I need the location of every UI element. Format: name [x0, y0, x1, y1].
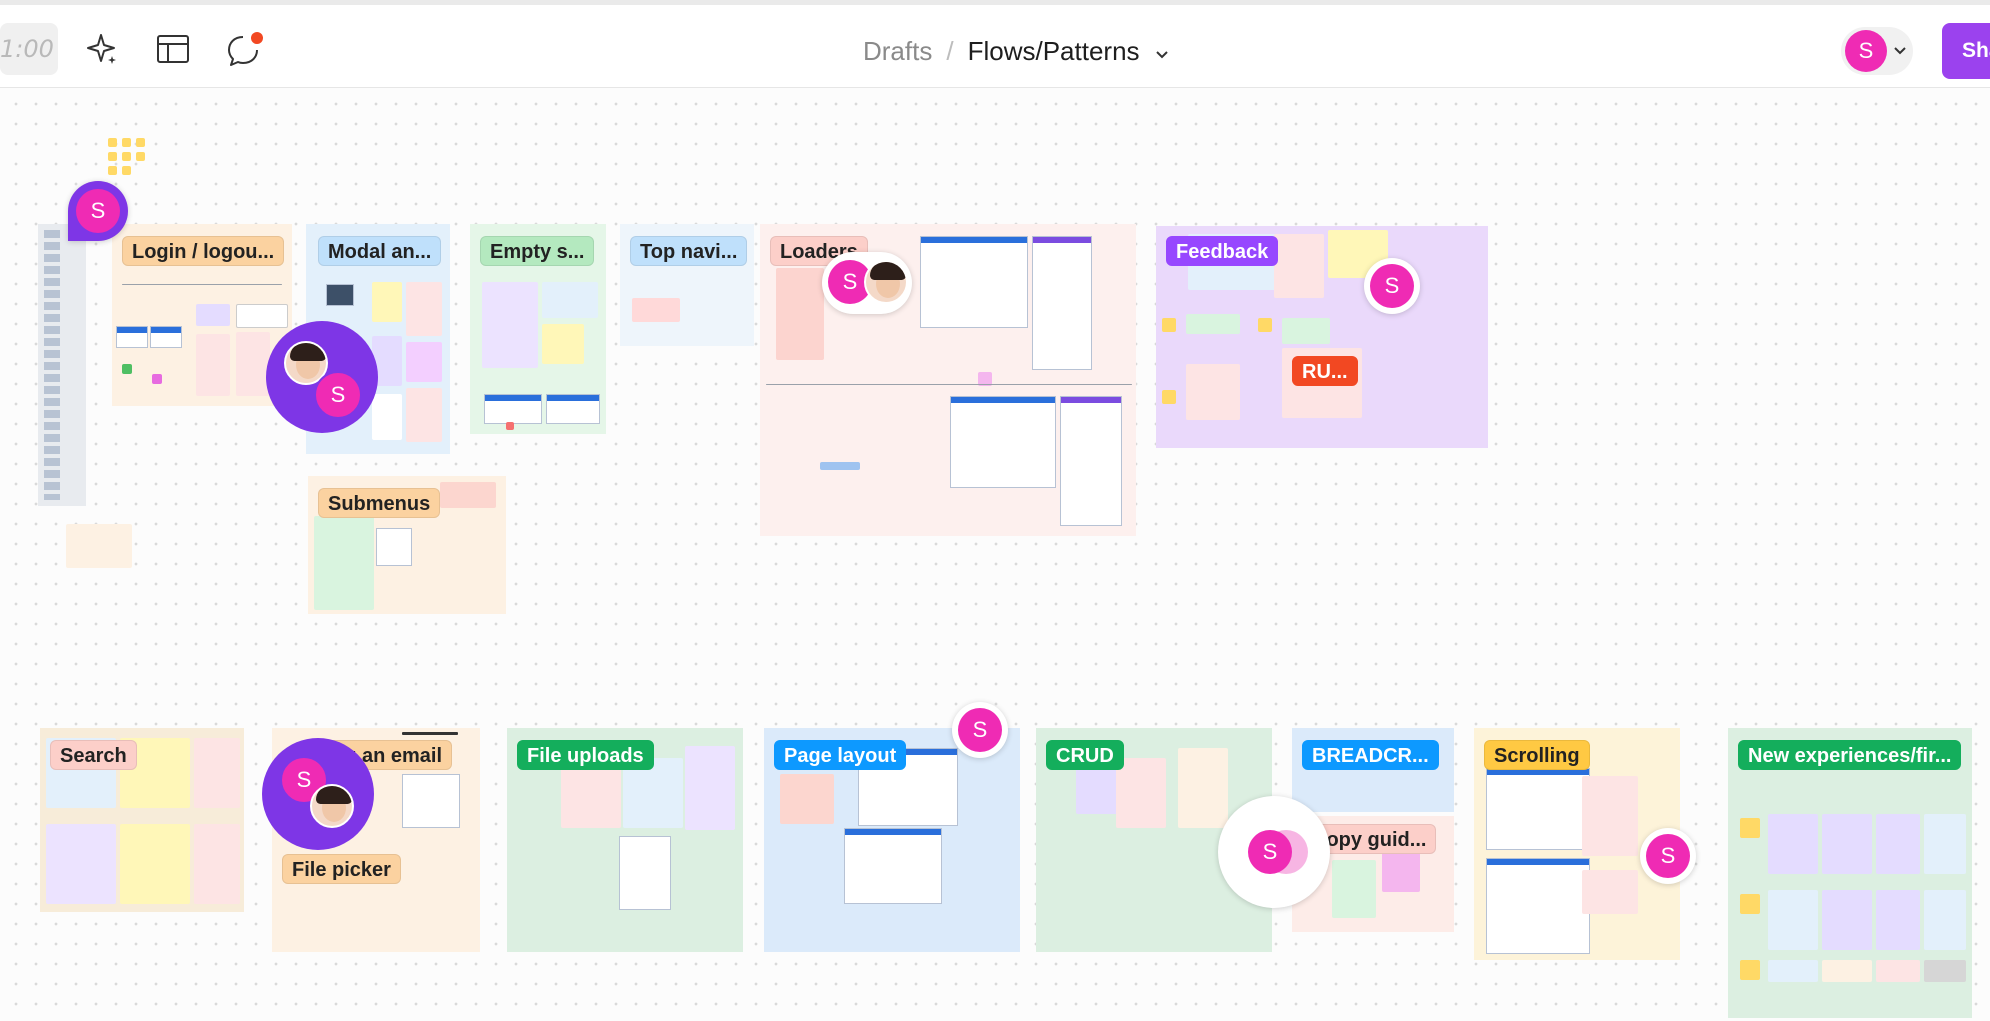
avatar: S: [1845, 30, 1887, 72]
collaborator-cursor: S: [262, 738, 374, 850]
timer-display[interactable]: 1:00: [0, 23, 58, 75]
section-label-crud[interactable]: CRUD: [1046, 740, 1124, 770]
section-column[interactable]: [38, 224, 86, 506]
avatar: S: [1370, 264, 1414, 308]
comment-icon[interactable]: [225, 31, 263, 67]
avatar: S: [76, 189, 120, 233]
ai-sparkle-icon[interactable]: [84, 31, 120, 67]
avatar: S: [1646, 834, 1690, 878]
avatar: S: [314, 371, 362, 419]
collaborator-cursor: S: [822, 252, 912, 314]
section-label-empty[interactable]: Empty s...: [480, 236, 595, 266]
collaborator-cursor: S: [1218, 796, 1330, 908]
section-label-file-picker[interactable]: File picker: [282, 854, 401, 884]
chevron-down-icon[interactable]: [1154, 35, 1170, 71]
chevron-down-icon: [1893, 43, 1907, 62]
collaborator-cursor: S: [1364, 258, 1420, 314]
avatar-photo: [310, 784, 354, 828]
section-label-breadcrumbs[interactable]: BREADCR...: [1302, 740, 1439, 770]
avatar: S: [280, 756, 328, 804]
avatar-photo: [864, 260, 908, 304]
avatar: S: [828, 260, 872, 304]
file-name[interactable]: Flows/Patterns: [967, 36, 1140, 66]
collaborator-cursor: S: [68, 181, 128, 241]
section-label-search[interactable]: Search: [50, 740, 137, 770]
section-label-file-uploads[interactable]: File uploads: [517, 740, 654, 770]
layout-icon[interactable]: [155, 31, 191, 67]
section-new-experiences[interactable]: [1728, 728, 1972, 1018]
share-button[interactable]: Share: [1942, 23, 1990, 79]
breadcrumb-drafts[interactable]: Drafts: [863, 36, 933, 66]
section-submenus[interactable]: [308, 476, 506, 614]
section-label-page-layout[interactable]: Page layout: [774, 740, 907, 770]
sticky-cluster[interactable]: [108, 138, 148, 180]
collaborator-cursor: S: [1640, 828, 1696, 884]
notification-dot: [251, 32, 263, 44]
breadcrumb: Drafts / Flows/Patterns: [863, 33, 1170, 71]
collaborator-cursor: S: [266, 321, 378, 433]
breadcrumb-separator: /: [946, 36, 954, 66]
whiteboard-canvas[interactable]: Login / logou... Modal an... Empty s... …: [0, 88, 1990, 1021]
avatar: S: [1248, 830, 1292, 874]
collaborator-cursor: S: [952, 702, 1008, 758]
section-label-ru[interactable]: RU...: [1292, 356, 1358, 386]
section-loaders[interactable]: [760, 224, 1136, 536]
section-label-submenus[interactable]: Submenus: [318, 488, 441, 518]
section-label-login[interactable]: Login / logou...: [122, 236, 285, 266]
section-label-new-experiences[interactable]: New experiences/fir...: [1738, 740, 1962, 770]
section-label-modal[interactable]: Modal an...: [318, 236, 442, 266]
section-label-scrolling[interactable]: Scrolling: [1484, 740, 1590, 770]
sticky-note[interactable]: [66, 524, 132, 568]
section-label-feedback[interactable]: Feedback: [1166, 236, 1279, 266]
user-menu[interactable]: S: [1841, 27, 1913, 75]
top-toolbar: 1:00 Drafts / Flows/Patterns S Share: [0, 0, 1990, 88]
avatar: S: [958, 708, 1002, 752]
section-label-topnav[interactable]: Top navi...: [630, 236, 748, 266]
